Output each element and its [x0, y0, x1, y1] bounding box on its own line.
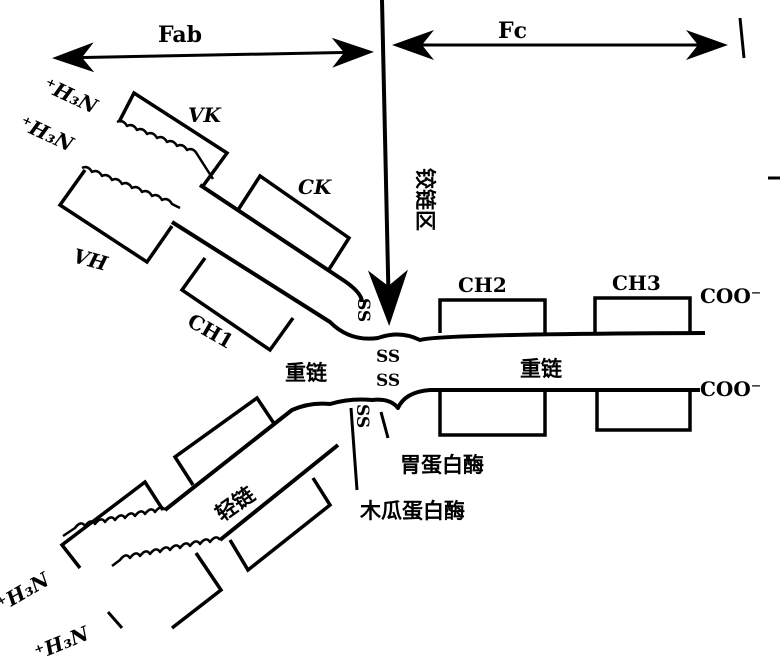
ck-label: CK	[298, 175, 333, 199]
ss-bond-lower-light: SS	[352, 404, 372, 428]
ch3-upper-box	[593, 296, 692, 333]
n-term-upper-heavy: ⁺H₃N	[16, 111, 78, 157]
upper-heavy-chain	[170, 220, 706, 342]
n-term-tick	[106, 611, 124, 629]
vh-label: VH	[71, 244, 112, 276]
ch2-lower-box	[438, 392, 547, 437]
scan-mark	[738, 17, 746, 59]
lower-vk-box	[170, 552, 224, 630]
ch3-lower-box	[595, 392, 692, 432]
heavy-chain-label-left: 重链	[285, 361, 328, 385]
vh-domain-box	[57, 168, 174, 265]
n-term-lower-heavy: ⁺H₃N	[0, 567, 54, 616]
papain-label: 木瓜蛋白酶	[359, 499, 465, 523]
fab-arrow	[52, 37, 374, 73]
ss-bond-upper-light: SS	[353, 298, 373, 322]
vk-label: VK	[188, 103, 223, 127]
lower-ch1-box	[172, 395, 277, 486]
pepsin-pointer	[379, 411, 390, 439]
vk-domain-box	[117, 90, 230, 188]
pepsin-label: 胃蛋白酶	[400, 453, 484, 477]
hinge-label: 铰链区	[413, 168, 437, 231]
papain-pointer	[349, 407, 359, 491]
c-term-upper: COO⁻	[700, 284, 761, 308]
lower-light-chain-variable	[111, 536, 222, 567]
ss-bond-hinge-2: SS	[376, 371, 400, 391]
heavy-chain-label-right: 重链	[520, 357, 563, 381]
lower-heavy-chain	[163, 388, 700, 512]
ck-domain-box	[236, 173, 352, 272]
lower-light-chain	[218, 443, 340, 542]
ch1-domain-box	[179, 256, 295, 353]
fc-label: Fc	[498, 18, 527, 44]
fab-label: Fab	[158, 22, 202, 48]
n-term-lower-light: ⁺H₃N	[31, 621, 93, 665]
lower-ck-box	[228, 477, 333, 573]
ch2-upper-box	[438, 298, 547, 333]
upper-light-chain-variable	[116, 119, 215, 180]
upper-light-chain	[198, 183, 364, 303]
c-term-lower: COO⁻	[700, 377, 761, 401]
ch3-label: CH3	[612, 271, 661, 295]
ss-bond-hinge-1: SS	[376, 347, 400, 367]
ch2-label: CH2	[458, 273, 507, 297]
light-chain-label: 轻链	[211, 482, 260, 526]
hinge-arrow	[367, 0, 408, 326]
n-term-upper-light: ⁺H₃N	[40, 73, 102, 119]
lower-heavy-chain-variable	[62, 506, 167, 538]
lower-vh-box	[59, 479, 165, 570]
ch1-label: CH1	[184, 309, 238, 354]
upper-heavy-chain-variable	[81, 165, 181, 210]
